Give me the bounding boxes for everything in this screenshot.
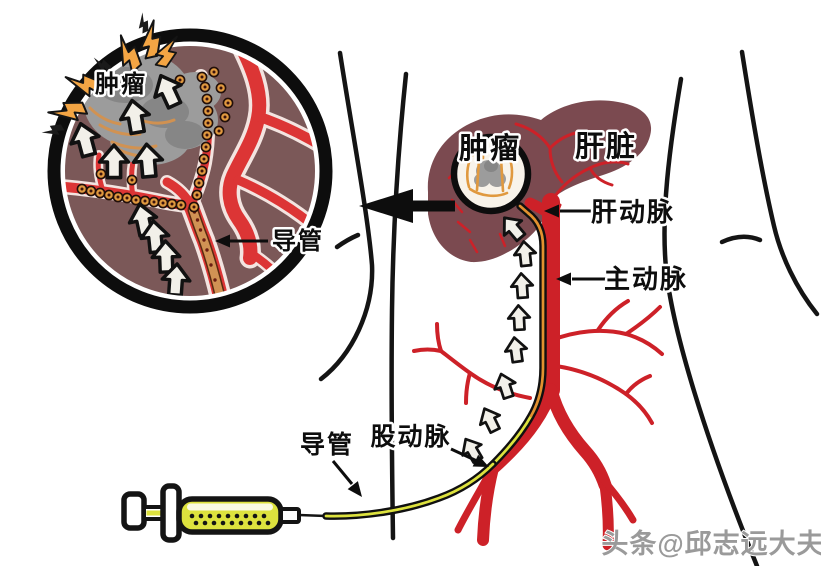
watermark: 头条@邱志远大夫 bbox=[601, 529, 821, 559]
right-femoral-artery bbox=[599, 479, 614, 551]
inset-black-ring bbox=[47, 28, 333, 314]
syringe-plunger-cap bbox=[121, 491, 147, 531]
magnified-inset: 肿瘤 导管 bbox=[40, 11, 333, 314]
femoral-artery-label: 股动脉 bbox=[370, 422, 451, 451]
syringe bbox=[121, 483, 327, 543]
syringe-particles bbox=[189, 513, 271, 526]
hepatic-artery-label: 肝动脉 bbox=[591, 197, 675, 227]
femoral-artery-pointer bbox=[450, 447, 492, 473]
right-iliac-artery bbox=[544, 383, 612, 492]
right-torso-line bbox=[662, 76, 760, 566]
left-torso-line bbox=[389, 71, 409, 541]
catheter-label: 导管 bbox=[300, 430, 354, 459]
flow-arrow-icon bbox=[502, 334, 530, 365]
syringe-needle bbox=[298, 513, 327, 518]
arteries bbox=[412, 193, 664, 551]
left-profunda-artery bbox=[454, 468, 494, 534]
flow-arrow-icon bbox=[473, 402, 507, 437]
right-arm-line bbox=[739, 49, 820, 317]
liver-label: 肝脏 bbox=[575, 129, 637, 163]
inset-tumor-label: 肿瘤 bbox=[95, 70, 147, 98]
catheter-pointer bbox=[331, 460, 368, 502]
syringe-nozzle bbox=[279, 507, 301, 524]
left-arm-line bbox=[318, 50, 375, 382]
left-elbow-crease bbox=[334, 232, 361, 250]
body-labels: 肿瘤 肝脏 肝动脉 主动脉 股动脉 导管 bbox=[297, 127, 689, 502]
hepatic-artery-pointer bbox=[544, 204, 592, 218]
liver-tumor-circle bbox=[450, 133, 532, 215]
body-outline bbox=[318, 49, 820, 566]
magnifier-connector-arrow bbox=[359, 189, 455, 223]
catheter-external bbox=[322, 460, 497, 520]
aorta-label: 主动脉 bbox=[604, 264, 688, 294]
right-branch-artery bbox=[597, 473, 637, 524]
catheter-internal bbox=[489, 202, 547, 468]
right-elbow-crease bbox=[719, 234, 763, 245]
flow-arrow-icon bbox=[508, 271, 535, 300]
aorta-pointer bbox=[556, 272, 608, 286]
inset-catheter-label: 导管 bbox=[272, 227, 324, 255]
inset-white-ring bbox=[57, 38, 323, 304]
branch-arteries bbox=[412, 299, 664, 425]
body-tumor-label: 肿瘤 bbox=[459, 132, 521, 165]
flow-arrow-icon bbox=[506, 303, 532, 332]
inset-catheter-pointer bbox=[215, 234, 268, 248]
tumor-vessel-cage bbox=[465, 148, 514, 198]
